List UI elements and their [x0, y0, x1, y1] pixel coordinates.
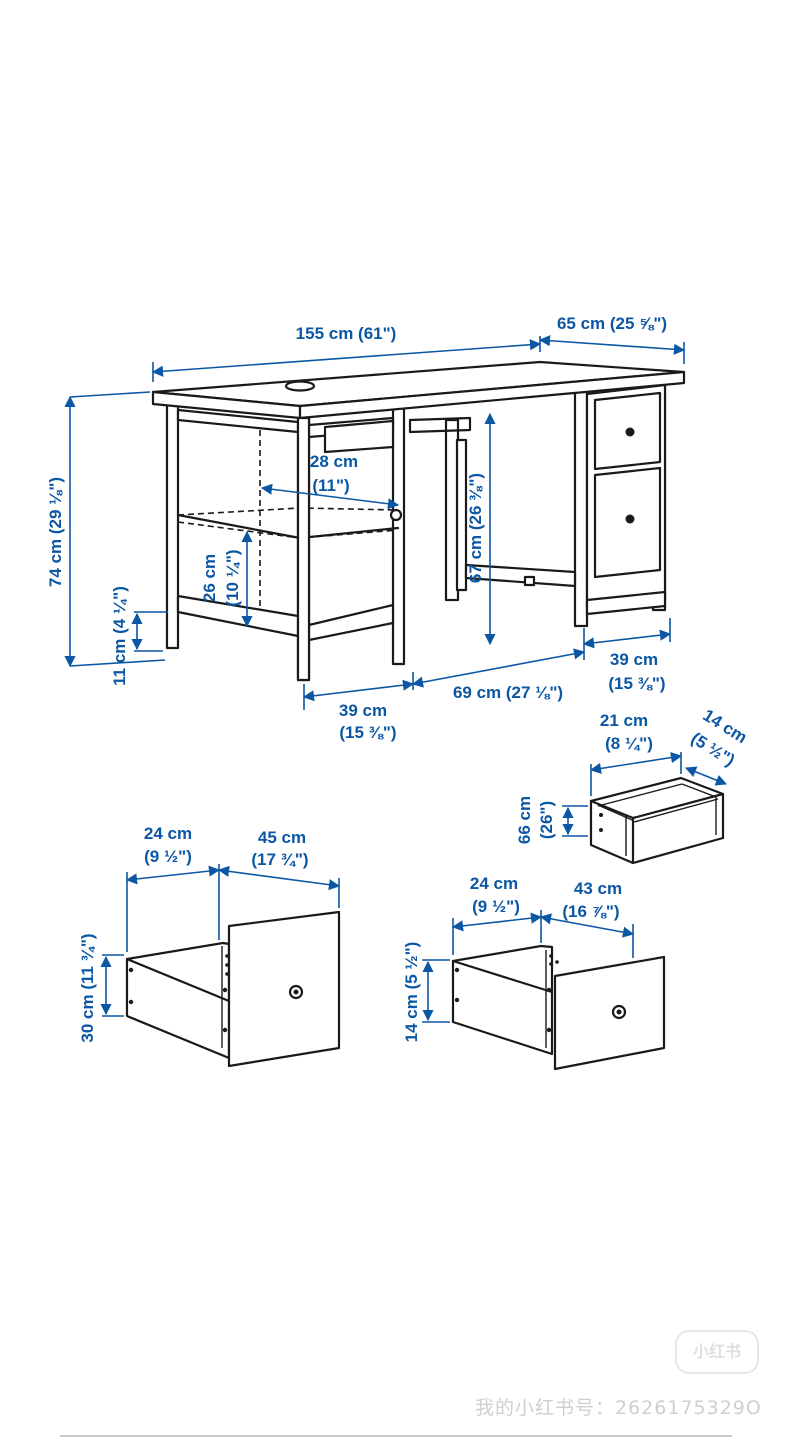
desk-left-width-inch-label: (15 ⅜") [339, 723, 396, 742]
large-drawer-width-label: 24 cm [144, 824, 192, 843]
watermark-account-text: 我的小红书号：2626175329O [475, 1397, 762, 1419]
small-drawer-height-label: 66 cm [515, 796, 534, 844]
desk-foot-height-label: 11 cm (4 ¼") [110, 586, 129, 686]
small-drawer-height-inch-label: (26") [537, 801, 556, 839]
desk-shelf-depth-inch-label: (11") [312, 476, 349, 495]
small-drawer-illustration [589, 776, 725, 865]
large-drawer-illustration [125, 910, 341, 1068]
large-drawer-dimension-labels: 24 cm (9 ½") 45 cm (17 ¾") 30 cm (11 ¾") [78, 824, 309, 1043]
desk-left-width-label: 39 cm [339, 701, 387, 720]
desk-right-width-inch-label: (15 ⅜") [608, 674, 665, 693]
watermark-badge: 小红书 [675, 1330, 759, 1374]
desk-illustration [151, 360, 686, 682]
desk-depth-label: 65 cm (25 ⅝") [557, 314, 667, 333]
large-drawer-depth-inch-label: (17 ¾") [251, 850, 308, 869]
desk-width-label: 155 cm (61") [296, 324, 397, 343]
medium-drawer-dimension-lines [422, 910, 635, 1023]
small-drawer-width-label: 21 cm [600, 711, 648, 730]
medium-drawer-width-inch-label: (9 ½") [472, 897, 520, 916]
medium-drawer-width-label: 24 cm [470, 874, 518, 893]
medium-drawer-dimension-labels: 24 cm (9 ½") 43 cm (16 ⅞") 14 cm (5 ½") [402, 874, 622, 1042]
large-drawer-height-label: 30 cm (11 ¾") [78, 933, 97, 1042]
desk-dimension-lines [64, 335, 686, 710]
medium-drawer-depth-label: 43 cm [574, 879, 622, 898]
home-indicator-line [60, 1435, 732, 1437]
medium-drawer-illustration [451, 944, 666, 1071]
desk-right-width-label: 39 cm [610, 650, 658, 669]
large-drawer-dimension-lines [100, 864, 341, 1017]
small-drawer-width-inch-label: (8 ¼") [605, 734, 653, 753]
large-drawer-depth-label: 45 cm [258, 828, 306, 847]
large-drawer-width-inch-label: (9 ½") [144, 847, 192, 866]
desk-knee-width-label: 69 cm (27 ⅛") [453, 683, 563, 702]
desk-total-height-label: 74 cm (29 ⅛") [46, 477, 65, 587]
medium-drawer-height-label: 14 cm (5 ½") [402, 942, 421, 1043]
desk-shelf-gap-label: 26 cm [200, 554, 219, 602]
medium-drawer-depth-inch-label: (16 ⅞") [562, 902, 619, 921]
desk-dimension-labels: 155 cm (61") 65 cm (25 ⅝") 74 cm (29 ⅛")… [46, 314, 667, 742]
desk-shelf-depth-label: 28 cm [310, 452, 358, 471]
desk-knee-height-label: 67 cm (26 ⅜") [466, 473, 485, 583]
desk-shelf-gap-inch-label: (10 ¼") [223, 549, 242, 606]
small-drawer-dimension-lines [562, 752, 728, 837]
